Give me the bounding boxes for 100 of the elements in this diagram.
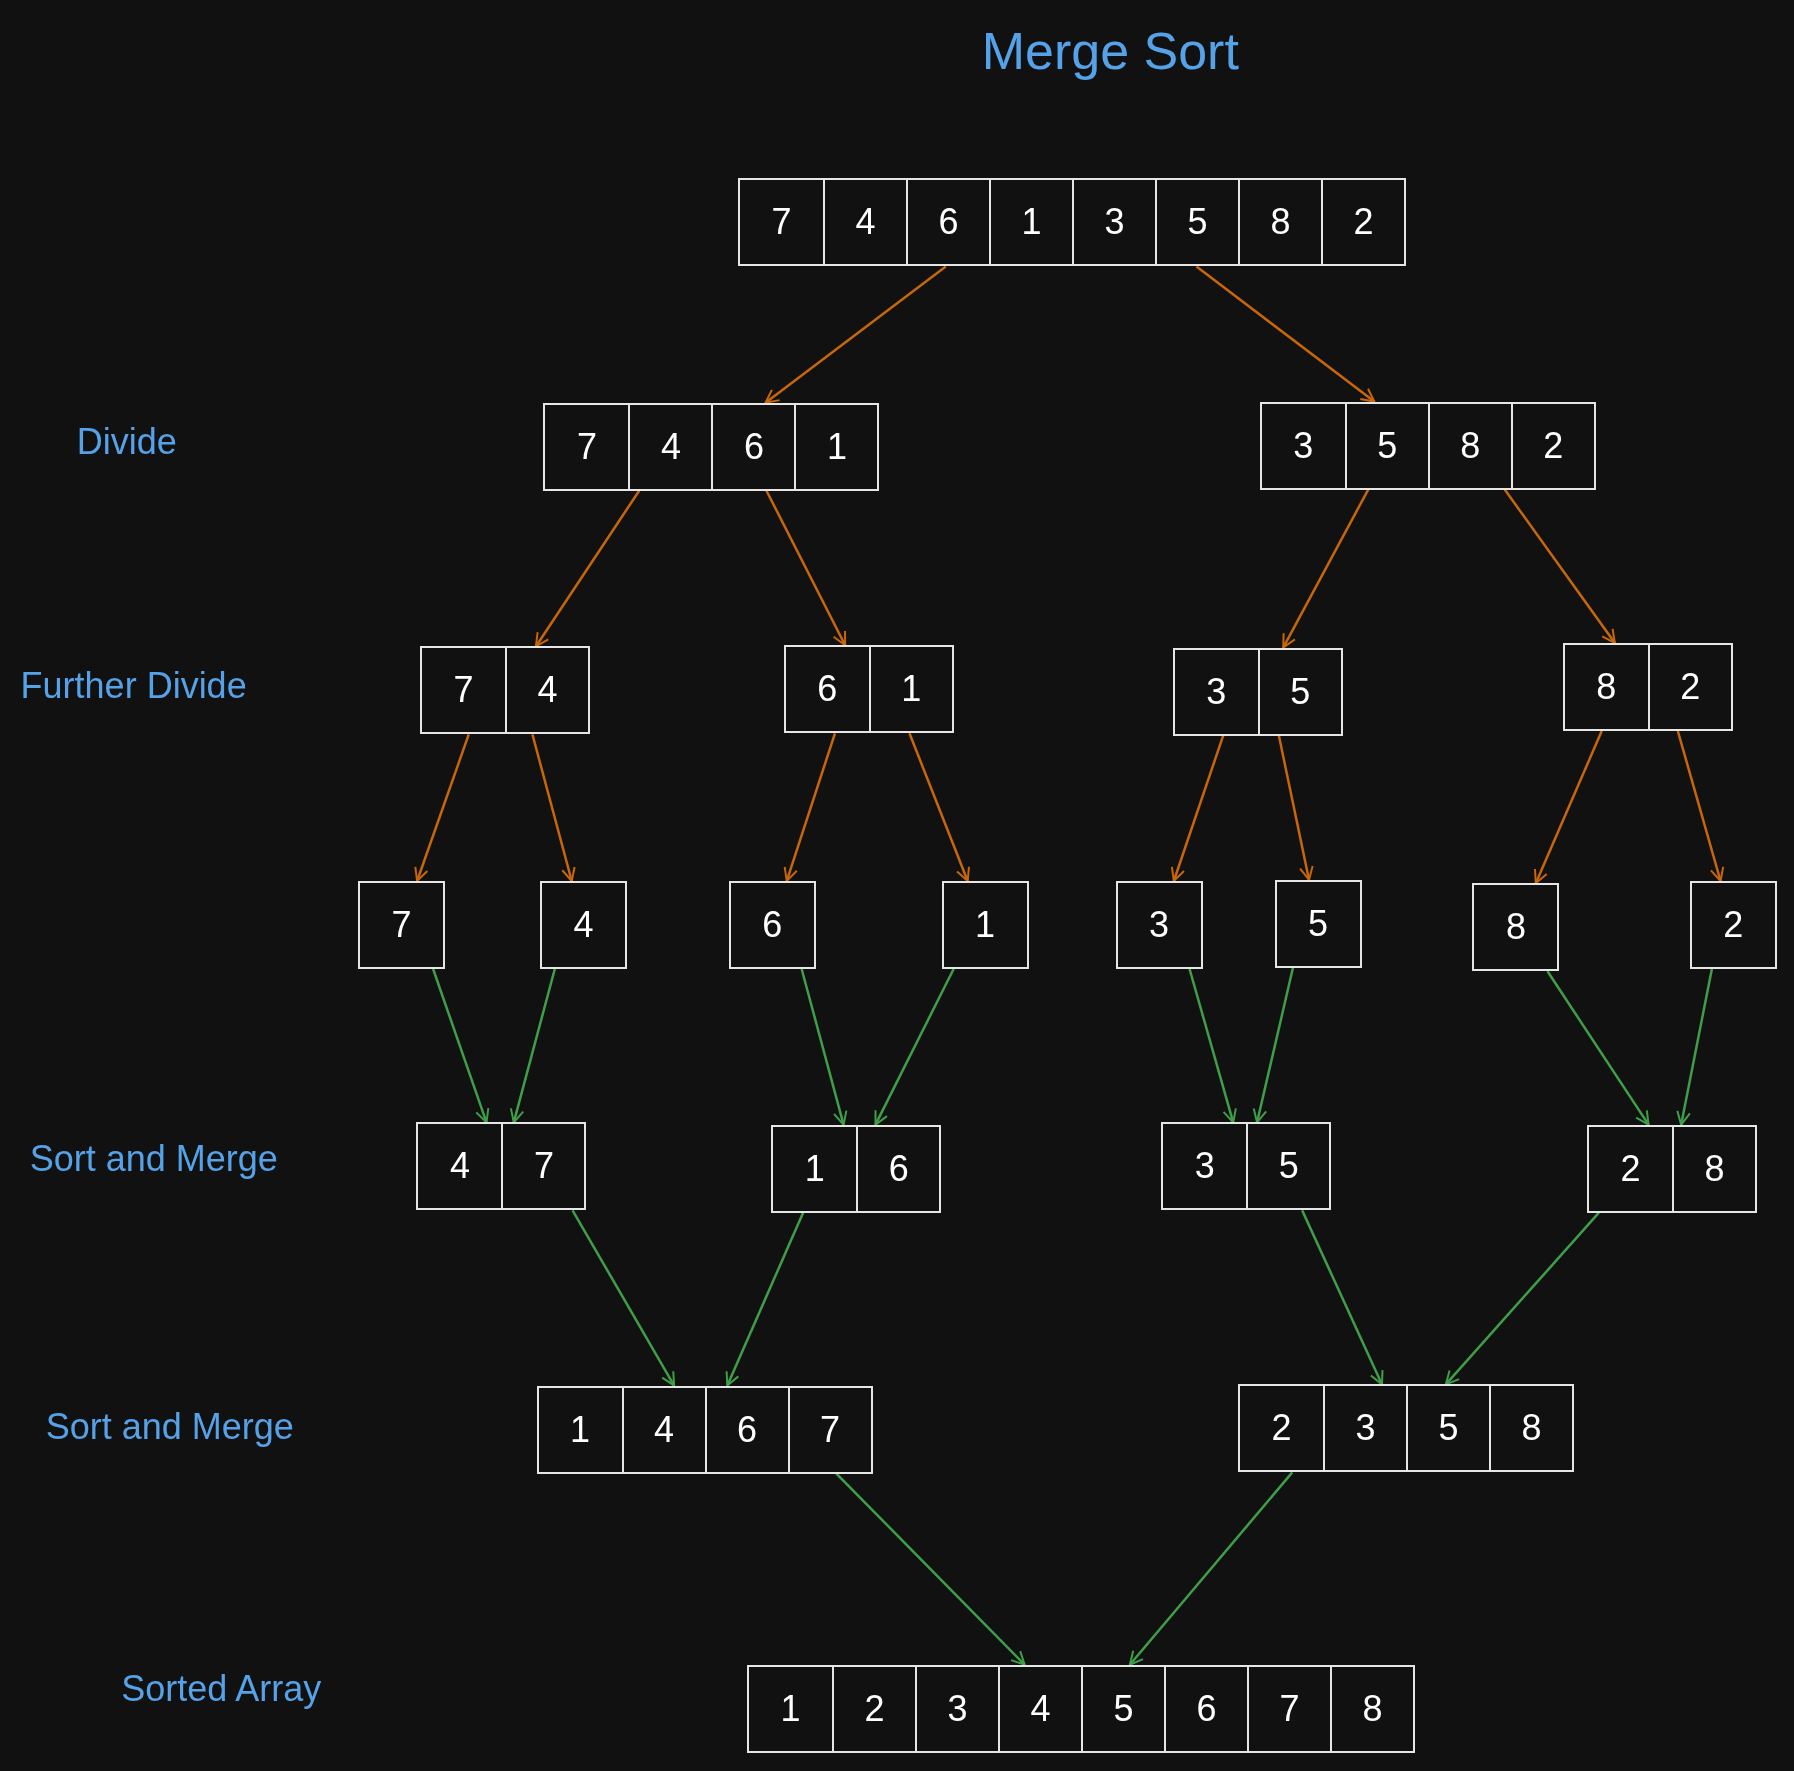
arrow <box>1170 735 1225 882</box>
arrow <box>571 1209 676 1387</box>
array-box <box>540 880 627 969</box>
arrow <box>783 732 837 882</box>
array-cell: 7 <box>1247 1666 1331 1751</box>
array-cell-text: 4 <box>572 902 595 947</box>
array-box <box>1161 1122 1332 1211</box>
array-cell-text: 7 <box>452 668 475 713</box>
array-cell-text: 6 <box>761 902 784 947</box>
array-box <box>728 880 816 969</box>
array-cell: 6 <box>1164 1666 1248 1751</box>
arrow <box>1503 488 1616 644</box>
array-cell: 8 <box>1427 403 1511 488</box>
array-cell-text: 7 <box>770 200 793 245</box>
array-cell-text: 8 <box>1595 665 1618 709</box>
level-label: Sorted Array <box>121 1668 322 1711</box>
arrow <box>1546 970 1650 1126</box>
arrow <box>1252 967 1295 1124</box>
arrow <box>431 968 490 1124</box>
array-box <box>358 880 446 969</box>
arrow <box>800 968 848 1126</box>
arrow <box>1676 730 1725 882</box>
array-cell: 6 <box>905 180 989 265</box>
array-cell: 4 <box>621 1387 705 1472</box>
array-cell: 7 <box>787 1387 871 1472</box>
array-cell: 4 <box>504 648 588 733</box>
arrow <box>1444 1211 1600 1386</box>
arrow <box>1277 735 1314 881</box>
level-label: Further Divide <box>20 664 247 707</box>
array-box <box>783 645 954 734</box>
array-box <box>941 880 1029 969</box>
level-label: Divide <box>76 421 177 464</box>
array-cell-text: 7 <box>575 424 598 469</box>
array-cell: 6 <box>711 404 795 489</box>
arrow <box>765 490 847 647</box>
array-cell: 8 <box>1330 1666 1414 1751</box>
array-box <box>1237 1384 1574 1473</box>
array-box <box>1586 1124 1757 1213</box>
array-cell: 3 <box>1071 180 1155 265</box>
arrow <box>1188 968 1237 1124</box>
array-cell-text: 3 <box>1148 902 1171 947</box>
array-box <box>1115 880 1203 969</box>
array-cell-text: 6 <box>816 667 839 712</box>
array-cell: 2 <box>1510 403 1594 488</box>
array-cell: 4 <box>998 1666 1082 1751</box>
array-cell: 5 <box>1246 1124 1330 1209</box>
array-cell: 3 <box>1322 1386 1406 1471</box>
array-box <box>1172 647 1343 736</box>
array-cell: 2 <box>832 1666 916 1751</box>
array-box <box>543 402 880 491</box>
arrow <box>531 734 576 882</box>
array-cell: 8 <box>1237 180 1321 265</box>
array-cell: 6 <box>856 1126 940 1211</box>
array-cell-text: 5 <box>1307 901 1330 946</box>
array-box <box>416 1122 587 1211</box>
array-box <box>1274 879 1362 968</box>
array-cell: 1 <box>988 180 1072 265</box>
array-cell-text: 3 <box>1205 669 1228 714</box>
arrow <box>509 968 556 1124</box>
arrow <box>908 732 970 882</box>
title: Merge Sort <box>981 20 1239 81</box>
arrow <box>1301 1209 1384 1386</box>
array-cell-text: 7 <box>390 902 413 947</box>
array-cell: 1 <box>794 404 878 489</box>
array-cell: 8 <box>1488 1386 1572 1471</box>
arrow <box>725 1212 805 1387</box>
array-box <box>419 646 590 735</box>
arrow <box>1534 730 1603 885</box>
array-cell: 4 <box>628 404 712 489</box>
array-box <box>1562 643 1733 731</box>
array-cell-text: 1 <box>803 1146 826 1191</box>
arrow <box>835 1472 1026 1666</box>
array-cell: 2 <box>1647 645 1731 729</box>
array-cell-text: 3 <box>1292 423 1315 468</box>
array-cell: 7 <box>501 1124 585 1209</box>
arrow <box>764 265 947 404</box>
arrow <box>1128 1471 1294 1666</box>
level-label: Sort and Merge <box>45 1406 294 1449</box>
array-cell: 4 <box>822 180 906 265</box>
array-box <box>536 1385 873 1474</box>
array-cell-text: 1 <box>779 1686 802 1731</box>
array-cell: 6 <box>704 1387 788 1472</box>
array-cell: 5 <box>1344 403 1428 488</box>
array-cell-text: 4 <box>448 1144 471 1189</box>
array-box <box>771 1124 942 1213</box>
array-cell-text: 1 <box>569 1407 592 1452</box>
array-box <box>737 178 1406 267</box>
array-cell: 2 <box>1320 180 1404 265</box>
array-cell: 5 <box>1257 649 1341 734</box>
array-box <box>747 1664 1416 1753</box>
array-cell: 1 <box>868 647 952 732</box>
array-cell-text: 3 <box>1193 1144 1216 1189</box>
arrow <box>534 490 641 648</box>
array-cell: 5 <box>1154 180 1238 265</box>
array-cell: 3 <box>915 1666 999 1751</box>
arrow <box>1282 489 1370 649</box>
array-cell: 8 <box>1671 1126 1755 1211</box>
array-box <box>1259 401 1596 490</box>
array-cell-text: 1 <box>974 902 997 947</box>
arrow <box>414 734 470 882</box>
